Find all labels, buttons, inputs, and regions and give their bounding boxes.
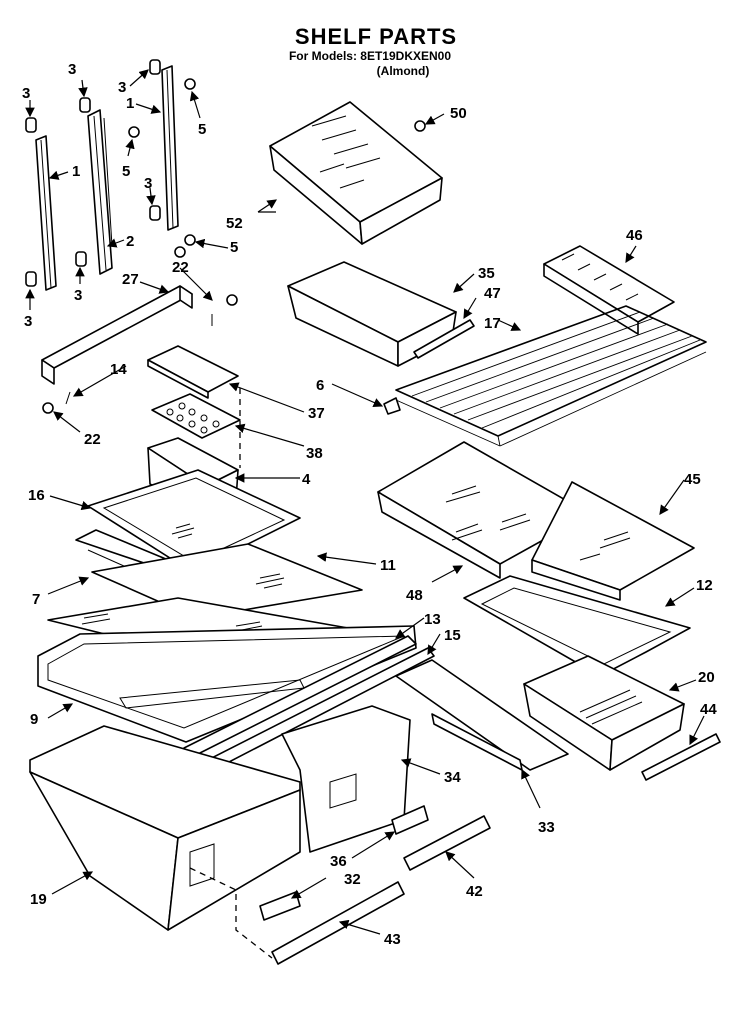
- callout-label: 16: [28, 487, 45, 504]
- callout-label: 22: [172, 259, 189, 276]
- callout-label: 3: [24, 313, 32, 330]
- crisper-pan-35: [287, 261, 457, 367]
- callout-label: 2: [126, 233, 134, 250]
- callout-label: 5: [230, 239, 238, 256]
- callout-labels: 1 1 2 3 3 3 3 3 3 4 5 5 5 6 7 9 11 12 13…: [22, 61, 717, 948]
- callout-label: 15: [444, 627, 461, 644]
- leader-lines: [25, 69, 705, 935]
- deli-cover: [147, 345, 239, 399]
- callout-label: 1: [72, 163, 80, 180]
- callout-label: 20: [698, 669, 715, 686]
- color-line: (Almond): [377, 64, 430, 78]
- drawer-slide-32: [259, 891, 301, 921]
- callout-label: 47: [484, 285, 501, 302]
- drawer-trim-43: [271, 881, 405, 965]
- callout-label: 3: [68, 61, 76, 78]
- shelf-frame-upper: [87, 469, 301, 573]
- callout-label: 37: [308, 405, 325, 422]
- callout-label: 35: [478, 265, 495, 282]
- crisper-drawer-right: [281, 705, 411, 853]
- callout-label: 14: [110, 361, 127, 378]
- callout-label: 3: [144, 175, 152, 192]
- callout-label: 3: [118, 79, 126, 96]
- shelf-support-52: [269, 101, 443, 245]
- callout-label: 22: [84, 431, 101, 448]
- shelf-support-bar: [41, 285, 193, 385]
- models-line: For Models: 8ET19DKXEN00: [289, 49, 451, 63]
- callout-label: 1: [126, 95, 134, 112]
- screw-group: [42, 78, 238, 414]
- wire-shelf: [395, 305, 707, 447]
- callout-label: 4: [302, 471, 311, 488]
- deli-drawer-20: [523, 655, 685, 771]
- deli-cover-33: [395, 659, 569, 771]
- callout-label: 11: [380, 557, 396, 574]
- screw-50: [414, 120, 426, 132]
- drawer-slide-36: [391, 805, 429, 835]
- callout-label: 36: [330, 853, 347, 870]
- shelf-rail-right: [161, 65, 179, 231]
- callout-label: 42: [466, 883, 483, 900]
- page-title: SHELF PARTS: [295, 24, 457, 49]
- callout-label: 45: [684, 471, 701, 488]
- callout-label: 9: [30, 711, 38, 728]
- callout-label: 52: [226, 215, 243, 232]
- callout-label: 5: [122, 163, 130, 180]
- callout-label: 38: [306, 445, 323, 462]
- callout-label: 46: [626, 227, 643, 244]
- glass-shelf-48: [377, 441, 591, 579]
- callout-label: 12: [696, 577, 713, 594]
- assembly-guide-line-lower: [189, 867, 273, 959]
- crisper-drawer-left: [29, 725, 301, 931]
- ice-cube-tray: [543, 245, 675, 335]
- callout-label: 19: [30, 891, 47, 908]
- trim-44: [641, 733, 721, 781]
- shelf-rail-center: [87, 109, 113, 275]
- callout-label: 43: [384, 931, 401, 948]
- trim-47: [413, 319, 475, 359]
- callout-label: 48: [406, 587, 423, 604]
- callout-label: 3: [22, 85, 30, 102]
- egg-tray: [151, 393, 241, 439]
- callout-label: 13: [424, 611, 441, 628]
- callout-label: 33: [538, 819, 555, 836]
- callout-label: 6: [316, 377, 324, 394]
- callout-label: 44: [700, 701, 717, 718]
- callout-label: 50: [450, 105, 467, 122]
- callout-label: 27: [122, 271, 139, 288]
- callout-label: 17: [484, 315, 501, 332]
- shelf-rail-left: [35, 135, 57, 291]
- callout-label: 3: [74, 287, 82, 304]
- callout-label: 32: [344, 871, 361, 888]
- callout-label: 5: [198, 121, 206, 138]
- rail-clip-group: [25, 59, 161, 287]
- callout-label: 7: [32, 591, 40, 608]
- callout-label: 34: [444, 769, 461, 786]
- drawer-trim-42: [403, 815, 491, 871]
- shelf-stop-6: [383, 397, 401, 415]
- glass-shelf-45: [531, 481, 695, 601]
